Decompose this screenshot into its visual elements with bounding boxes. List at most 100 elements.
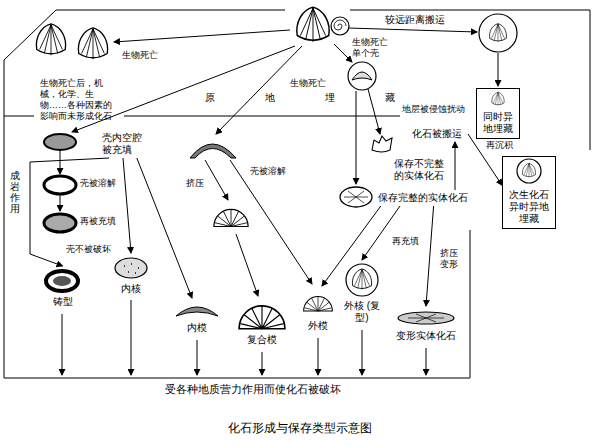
broken-shell — [372, 136, 392, 152]
stage-node: 外核 (复型) — [340, 260, 384, 326]
frame — [4, 10, 590, 378]
filled-shell — [44, 134, 76, 150]
stage-node: 铸型 — [40, 266, 85, 310]
frame-front — [4, 60, 470, 378]
secondary-shell — [522, 163, 535, 177]
internal-mold — [176, 307, 218, 316]
node-text: 生物死亡后，机械，化学、生物……各种因素的影响而未形成化石 — [40, 78, 116, 122]
node-text: 同时异地埋藏 — [481, 111, 515, 135]
arrow — [356, 91, 357, 184]
label-box: 挤压 — [186, 178, 204, 189]
process-connector — [455, 142, 456, 190]
internal-core — [115, 258, 147, 278]
node-text: 内模 — [174, 322, 220, 334]
stage-node: 生物死亡后，机械，化学、生物……各种因素的影响而未形成化石 — [38, 76, 118, 124]
note-label: 受各种地质营力作用而使化石被破坏 — [165, 383, 341, 396]
arrow — [62, 314, 63, 375]
stage-node: 壳内空腔被充填 — [100, 130, 146, 158]
label-box: 再充填 — [392, 236, 419, 247]
label-box: 再沉积 — [486, 140, 513, 151]
note-label: 壳不被破坏 — [66, 244, 111, 255]
node-text: 保存不完整的实体化石 — [394, 158, 446, 182]
stage-node: 保存不完整的实体化石 — [392, 156, 448, 184]
snail-spiral — [334, 20, 346, 30]
note-label: 生物死亡 — [290, 78, 326, 89]
arrow — [197, 340, 198, 375]
label-box: 生物死亡 单个壳 — [352, 37, 390, 59]
stage-node: 保存完整的实体化石 — [376, 190, 472, 206]
arrow — [348, 28, 477, 32]
arrow — [362, 330, 363, 375]
arched-shell — [190, 144, 236, 158]
note-label: 生物死亡 — [122, 50, 158, 61]
node-text: 保存完整的实体化石 — [378, 192, 470, 204]
note-label: 原地埋藏 — [205, 92, 445, 104]
label-box: 再被充填 — [80, 216, 116, 227]
transport-shell — [490, 24, 507, 42]
caption-box: 化石形成与保存类型示意图 — [0, 420, 600, 437]
single-valve — [352, 72, 372, 80]
arrow — [60, 151, 61, 174]
label-box: 生物死亡 — [122, 50, 158, 61]
composite-mold — [239, 306, 285, 329]
stage-node: 内模 — [172, 298, 222, 336]
note-label: 再充填 — [392, 236, 419, 247]
node-text: 内核 — [112, 283, 150, 295]
core-dots — [124, 264, 139, 273]
deformed-ribs — [408, 314, 444, 322]
label-box: 地层被侵蚀扰动 — [402, 104, 465, 115]
snail-shell — [331, 17, 349, 35]
node-text: 次生化石 异时异地埋藏 — [507, 189, 551, 225]
note-label: 地层被侵蚀扰动 — [402, 104, 465, 115]
label-box: 原地埋藏 — [205, 92, 445, 104]
living-organism — [297, 7, 349, 42]
node-text: 变形实体化石 — [394, 330, 458, 342]
arrow — [236, 234, 258, 296]
vertical-label: 成岩作用 — [10, 170, 20, 214]
process-connector — [362, 206, 400, 260]
external-cast-shell — [352, 269, 371, 290]
note-label: 挤压 — [186, 178, 204, 189]
node-text: 外核 (复型) — [342, 300, 382, 324]
arrow — [498, 53, 499, 86]
label-box: 较远距离搬运 — [385, 14, 445, 26]
small-shell — [492, 92, 504, 105]
arrow — [334, 44, 352, 62]
stage-box: 同时异地埋藏 — [476, 88, 520, 139]
stage-node: 外模 — [298, 286, 338, 334]
complete-shell — [340, 187, 372, 207]
compressed-fan — [214, 209, 248, 226]
cast-shell — [46, 271, 78, 291]
shell-left-a — [36, 24, 65, 55]
arrow — [318, 338, 319, 375]
complete-shell-ribs — [344, 191, 368, 203]
arrow — [426, 348, 427, 375]
arrow — [262, 352, 263, 375]
arrow — [114, 30, 290, 42]
transport-circle — [479, 14, 517, 52]
node-text: 铸型 — [42, 296, 83, 308]
organism-shell — [297, 7, 329, 42]
node-text: 复合模 — [232, 334, 292, 346]
secondary-circle — [517, 159, 541, 183]
note-label: 再沉积 — [486, 140, 513, 151]
deformed-fossil — [398, 312, 454, 324]
stage-node: 复合模 — [230, 298, 294, 348]
process-connector — [123, 158, 131, 253]
process-connector — [137, 158, 192, 298]
arrow — [216, 46, 302, 134]
external-cast-circle — [346, 264, 378, 296]
process-connector — [426, 206, 434, 306]
stage-node: 化石被搬运 — [410, 126, 468, 142]
label-box: 壳被溶解 — [80, 178, 116, 189]
single-valve-circle — [348, 62, 376, 90]
arrow — [205, 160, 228, 200]
label-box: 壳被溶解 — [250, 166, 286, 177]
note-label: 壳被溶解 — [80, 178, 116, 189]
cast-core — [53, 276, 71, 286]
stage-node: 内核 — [110, 253, 152, 297]
label-box: 挤压 变形 — [440, 248, 460, 270]
arrow — [131, 300, 132, 375]
arrow — [60, 195, 61, 211]
